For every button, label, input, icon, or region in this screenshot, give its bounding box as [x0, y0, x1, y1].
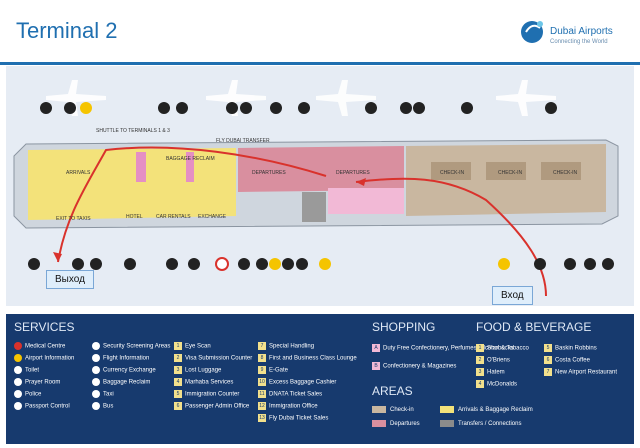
- legend-bus: Bus: [92, 402, 113, 410]
- area-transfers: [302, 192, 326, 222]
- services-heading: SERVICES: [14, 320, 75, 334]
- legend-passport-control: Passport Control: [14, 402, 70, 410]
- area-duty-free: [328, 188, 404, 214]
- legend-area-arrivals: Arrivals & Baggage Reclaim: [440, 406, 533, 413]
- entrance-callout: Вход: [492, 286, 533, 305]
- flight-information-icon: [92, 354, 100, 362]
- logo-name: Dubai Airports: [550, 26, 613, 37]
- legend-medical-centre: Medical Centre: [14, 342, 65, 350]
- legend-toilet: Toilet: [14, 366, 39, 374]
- information-icon: [14, 354, 22, 362]
- exchange-label: EXCHANGE: [198, 214, 227, 220]
- legend-prayer-room: Prayer Room: [14, 378, 60, 386]
- dubai-airports-logo: Dubai Airports Connecting the World: [516, 14, 626, 54]
- legend-area-check-in: Check-in: [372, 406, 414, 413]
- bus-icon: [92, 402, 100, 410]
- shuttle-label: SHUTTLE TO TERMINALS 1 & 3: [96, 128, 170, 134]
- medical-centre-icon: [14, 342, 22, 350]
- legend-flight-information: Flight Information: [92, 354, 149, 362]
- areas-heading: AREAS: [372, 384, 413, 398]
- aircraft-silhouettes: [46, 80, 556, 116]
- legend-area-transfers: Transfers / Connections: [440, 420, 521, 427]
- area-departures: [238, 146, 404, 192]
- taxi-icon: [92, 390, 100, 398]
- baggage-reclaim-icon: [92, 378, 100, 386]
- exit-callout: Выход: [46, 270, 94, 289]
- exit-to-taxis-label: EXIT TO TAXIS: [56, 216, 91, 222]
- fnb-heading: FOOD & BEVERAGE: [476, 320, 592, 334]
- currency-exchange-icon: [92, 366, 100, 374]
- exit-route-arrow: [57, 146, 327, 263]
- legend-police: Police: [14, 390, 41, 398]
- logo-tagline: Connecting the World: [550, 39, 608, 45]
- header: Terminal 2 Dubai Airports Connecting the…: [0, 0, 640, 65]
- legend-panel: SERVICES Medical Centre Airport Informat…: [6, 314, 634, 444]
- logo-emblem-icon: [521, 21, 543, 43]
- legend-currency-exchange: Currency Exchange: [92, 366, 156, 374]
- legend-taxi: Taxi: [92, 390, 114, 398]
- shopping-heading: SHOPPING: [372, 320, 436, 334]
- top-service-icons: [40, 102, 557, 114]
- page-title: Terminal 2: [16, 18, 118, 43]
- terminal-map: ARRIVALS BAGGAGE RECLAIM DEPARTURES DEPA…: [6, 66, 634, 306]
- legend-baggage-reclaim: Baggage Reclaim: [92, 378, 150, 386]
- zone-label-baggage-reclaim: BAGGAGE RECLAIM: [166, 156, 215, 162]
- car-rentals-label: CAR RENTALS: [156, 214, 191, 220]
- zone-label-check-in-2: CHECK-IN: [498, 170, 523, 176]
- bottom-service-icons: [28, 257, 614, 271]
- area-arrivals: [28, 148, 236, 220]
- security-icon: [92, 342, 100, 350]
- toilet-icon: [14, 366, 22, 374]
- legend-area-departures: Departures: [372, 420, 420, 427]
- zone-label-check-in-3: CHECK-IN: [553, 170, 578, 176]
- terminal-floorplan: [13, 80, 619, 297]
- police-icon: [14, 390, 22, 398]
- prayer-room-icon: [14, 378, 22, 386]
- fly-dubai-transfer-label: FLY DUBAI TRANSFER: [216, 138, 270, 144]
- zone-label-arrivals: ARRIVALS: [66, 170, 91, 176]
- legend-airport-information: Airport Information: [14, 354, 74, 362]
- zone-label-check-in-1: CHECK-IN: [440, 170, 465, 176]
- passport-control-icon: [14, 402, 22, 410]
- zone-label-departures-1: DEPARTURES: [252, 170, 286, 176]
- hotel-label: HOTEL: [126, 214, 143, 220]
- zone-label-departures-2: DEPARTURES: [336, 170, 370, 176]
- legend-security-screening: Security Screening Areas: [92, 342, 170, 350]
